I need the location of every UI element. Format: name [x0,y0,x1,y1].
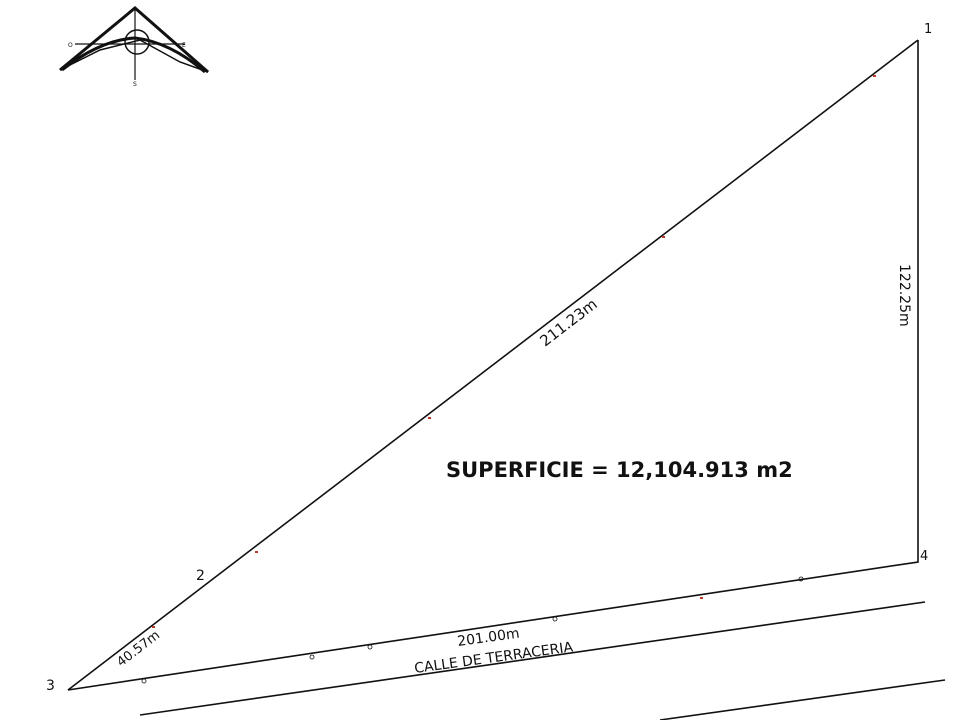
side-1-2-dimension: 211.23m [536,295,600,350]
compass-icon: O E S [59,6,209,88]
survey-points [141,576,804,684]
compass-west-label: O [68,42,73,49]
vertex-1-label: 1 [924,22,932,37]
compass-east-label: E [182,42,186,49]
street-line-lower [659,679,946,720]
vertex-3-label: 3 [46,678,55,694]
side-1-4-dimension: 122.25m [896,264,912,327]
vertex-2-label: 2 [196,568,205,584]
street-line-upper [139,601,926,716]
property-boundary [67,39,919,691]
area-label: SUPERFICIE = 12,104.913 m2 [446,458,793,482]
boundary-markers [152,75,876,628]
compass-south-label: S [133,81,137,88]
vertex-4-label: 4 [920,549,928,564]
